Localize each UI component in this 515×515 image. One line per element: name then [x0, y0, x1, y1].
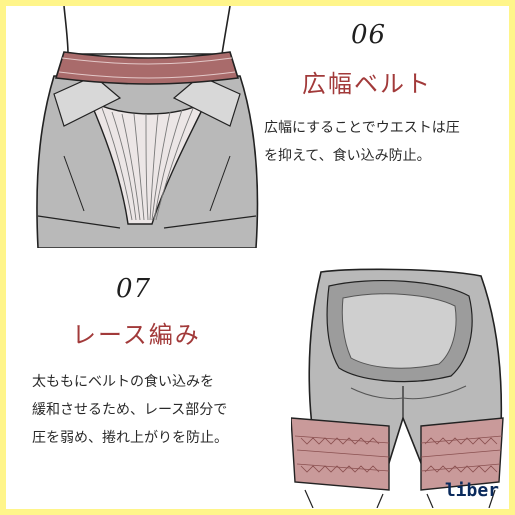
section-description-07: 太ももにベルトの食い込みを 緩和させるため、レース部分で 圧を弱め、捲れ上がりを…	[32, 368, 228, 452]
section-title-wide-belt: 広幅ベルト	[302, 70, 432, 98]
description-line: 圧を弱め、捲れ上がりを防止。	[32, 430, 228, 446]
brand-watermark: liber	[444, 480, 499, 501]
wide-belt-illustration	[36, 6, 259, 248]
section-number-07: 07	[116, 274, 152, 304]
section-description-06: 広幅にすることでウエストは圧 を抑えて、食い込み防止。	[264, 114, 460, 170]
description-line: 太ももにベルトの食い込みを	[32, 374, 214, 390]
description-line: 広幅にすることでウエストは圧	[264, 120, 460, 136]
description-line: を抑えて、食い込み防止。	[264, 148, 431, 164]
description-line: 緩和させるため、レース部分で	[32, 402, 228, 418]
section-title-lace-knit: レース編み	[72, 321, 201, 349]
section-number-06: 06	[351, 20, 387, 50]
lace-hem-illustration	[291, 268, 504, 508]
